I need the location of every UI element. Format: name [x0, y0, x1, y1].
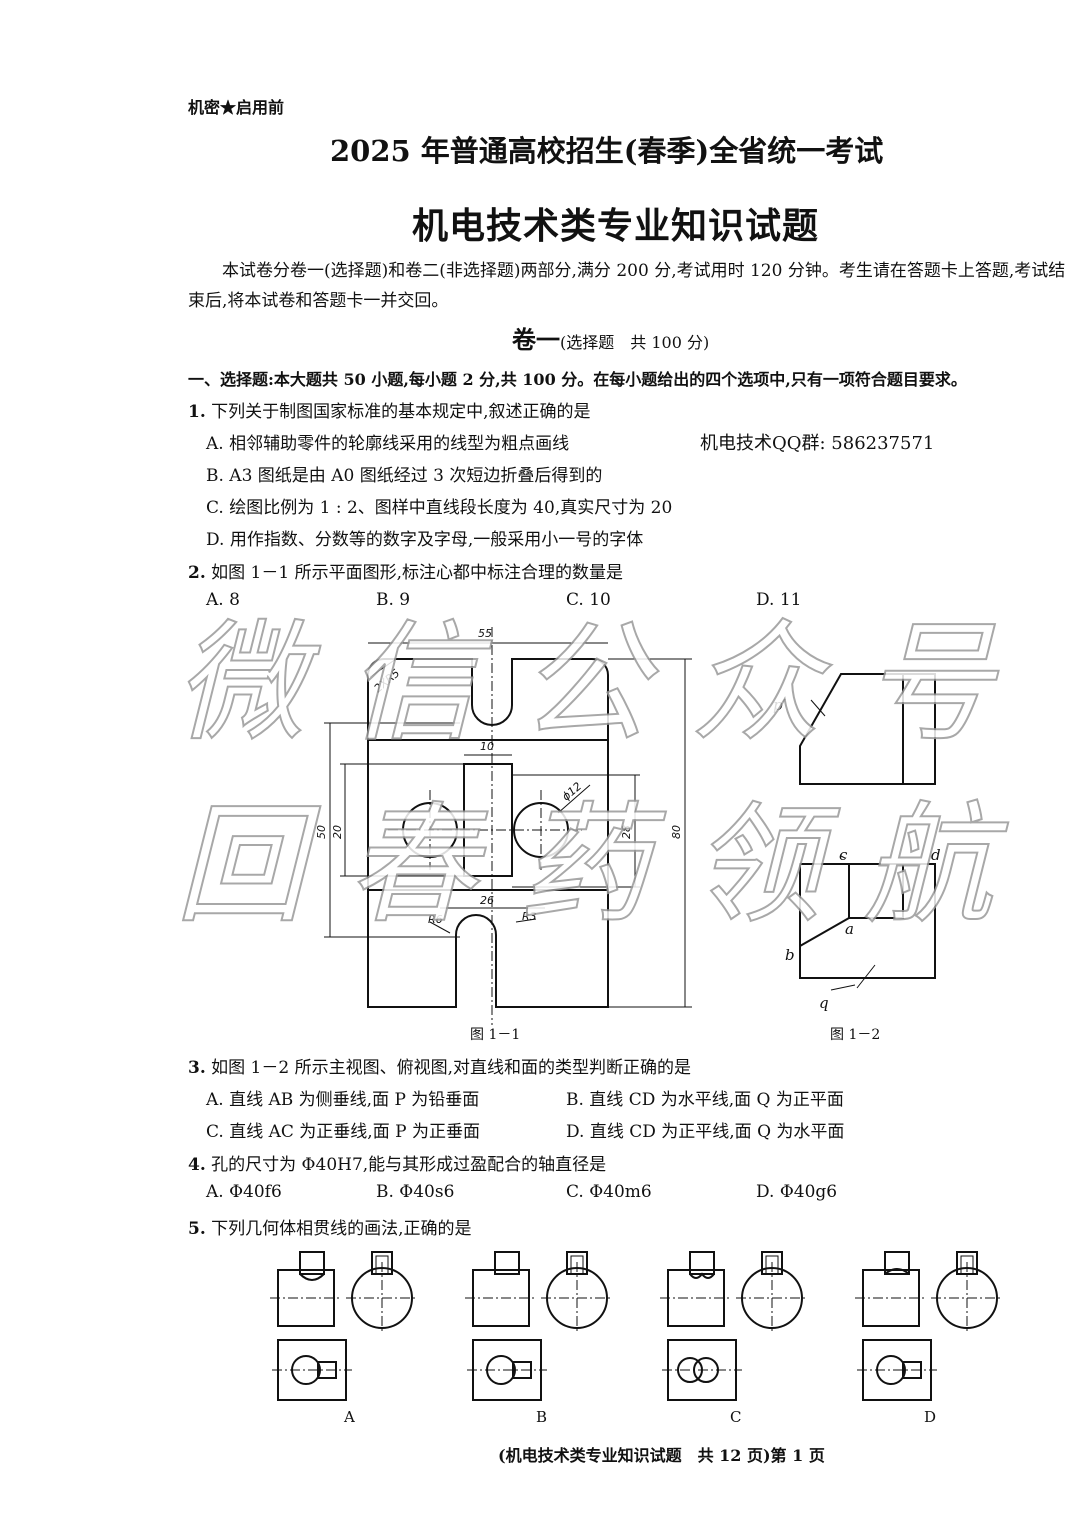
exam-instructions: 本试卷分卷一(选择题)和卷二(非选择题)两部分,满分 200 分,考试用时 12… — [188, 261, 1066, 311]
q1-option-b: B. A3 图纸是由 A0 图纸经过 3 次短边折叠后得到的 — [206, 466, 603, 486]
question-number: 2. — [188, 563, 206, 583]
figure-1-1-caption: 图 1－1 — [470, 1027, 521, 1043]
intersection-line — [299, 1273, 325, 1281]
q5-option-c-figure — [660, 1251, 808, 1401]
section-heading: 一、选择题:本大题共 50 小题,每小题 2 分,共 100 分。在每小题给出的… — [188, 370, 967, 389]
dim-10: 10 — [480, 740, 494, 753]
dim-2xr5: 2XR5 — [372, 667, 403, 696]
q5-label-d: D — [924, 1408, 936, 1426]
q2-option-b: B. 9 — [376, 590, 411, 610]
q4-option-a: A. Φ40f6 — [206, 1182, 282, 1202]
page-footer: (机电技术类专业知识试题 共 12 页)第 1 页 — [498, 1446, 825, 1465]
side-view-boss-inner — [765, 1255, 779, 1275]
question-number: 1. — [188, 402, 206, 422]
qq-group-note: 机电技术QQ群: 586237571 — [700, 433, 935, 454]
top-view — [799, 863, 936, 979]
front-view-boss — [884, 1251, 910, 1275]
q3-option-b: B. 直线 CD 为水平线,面 Q 为正平面 — [566, 1090, 844, 1110]
q5-option-b-figure — [465, 1251, 613, 1401]
dim-26: 26 — [480, 894, 494, 907]
q4-option-d: D. Φ40g6 — [756, 1182, 838, 1202]
leader-r6 — [429, 921, 451, 934]
front-view-boss — [299, 1251, 325, 1275]
question-number: 3. — [188, 1058, 206, 1078]
label-q: q — [819, 994, 829, 1012]
dim-28: 28 — [620, 825, 633, 839]
q3-option-c: C. 直线 AC 为正垂线,面 P 为正垂面 — [206, 1122, 480, 1142]
label-c: c — [839, 846, 848, 864]
dim-80: 80 — [670, 825, 683, 839]
leader-p — [810, 699, 826, 717]
q4-option-b: B. Φ40s6 — [376, 1182, 455, 1202]
leader-r3 — [515, 918, 537, 923]
question-number: 5. — [188, 1219, 206, 1239]
figure-1-2: p′ c d a b q — [773, 673, 941, 1012]
center-slot — [463, 763, 513, 877]
volume-note: (选择题 共 100 分) — [560, 333, 710, 352]
volume-title: 卷一 — [512, 325, 560, 354]
question-4: 4. 孔的尺寸为 Φ40H7,能与其形成过盈配合的轴直径是 — [188, 1150, 606, 1175]
plate-outline — [367, 658, 609, 1008]
dim-20: 20 — [331, 825, 344, 839]
label-p: p′ — [773, 696, 787, 714]
q1-option-c: C. 绘图比例为 1 : 2、图样中直线段长度为 40,真实尺寸为 20 — [206, 498, 673, 518]
figure-1-2-caption: 图 1－2 — [830, 1027, 881, 1043]
q5-label-b: B — [536, 1408, 547, 1426]
question-stem: 孔的尺寸为 Φ40H7,能与其形成过盈配合的轴直径是 — [211, 1155, 607, 1175]
leader-r5 — [369, 658, 397, 678]
paper-title: 机电技术类专业知识试题 — [412, 205, 820, 247]
intersection-line — [884, 1268, 910, 1275]
q5-option-d-figure — [855, 1251, 1003, 1401]
side-view-boss-inner — [570, 1255, 584, 1275]
q5-option-a-figure — [270, 1251, 418, 1401]
leader-q — [830, 984, 856, 991]
q4-option-c: C. Φ40m6 — [566, 1182, 652, 1202]
leader-c — [840, 855, 846, 859]
label-a: a — [845, 920, 854, 938]
question-stem: 下列关于制图国家标准的基本规定中,叙述正确的是 — [211, 402, 591, 422]
arrow-q — [856, 964, 876, 989]
figure-1-1: 55 2XR5 10 ϕ12 50 20 28 80 26 R6 R3 — [315, 627, 692, 1025]
question-stem: 如图 1－2 所示主视图、俯视图,对直线和面的类型判断正确的是 — [211, 1058, 691, 1078]
intersection-line — [689, 1272, 715, 1279]
confidential-mark: 机密★启用前 — [188, 98, 285, 117]
question-5: 5. 下列几何体相贯线的画法,正确的是 — [188, 1214, 472, 1239]
figure-q5-options: A B C D — [270, 1251, 1003, 1426]
label-b: b — [785, 946, 795, 964]
side-view-boss-inner — [960, 1255, 974, 1275]
leader-phi12 — [557, 784, 591, 814]
dim-r6: R6 — [428, 913, 443, 926]
dim-phi12: ϕ12 — [560, 780, 585, 804]
exam-title: 2025 年普通高校招生(春季)全省统一考试 — [330, 134, 884, 168]
dim-55: 55 — [478, 627, 492, 640]
q3-option-a: A. 直线 AB 为侧垂线,面 P 为铅垂面 — [206, 1090, 480, 1110]
question-number: 4. — [188, 1155, 206, 1175]
q2-option-a: A. 8 — [206, 590, 240, 610]
q3-option-d: D. 直线 CD 为正平线,面 Q 为水平面 — [566, 1122, 845, 1142]
dim-r3: R3 — [522, 910, 537, 923]
question-stem: 如图 1－1 所示平面图形,标注心都中标注合理的数量是 — [211, 563, 623, 583]
front-view — [799, 673, 936, 785]
dim-50: 50 — [315, 825, 328, 839]
edge-ab — [799, 917, 850, 947]
q5-label-c: C — [730, 1408, 741, 1426]
question-2: 2. 如图 1－1 所示平面图形,标注心都中标注合理的数量是 — [188, 558, 623, 583]
q1-option-d: D. 用作指数、分数等的数字及字母,一般采用小一号的字体 — [206, 530, 644, 550]
side-view-boss-inner — [375, 1255, 389, 1275]
question-1: 1. 下列关于制图国家标准的基本规定中,叙述正确的是 — [188, 397, 591, 422]
q2-option-d: D. 11 — [756, 590, 802, 610]
q1-option-a: A. 相邻辅助零件的轮廓线采用的线型为粗点画线 — [206, 434, 570, 454]
volume-heading: 卷一(选择题 共 100 分) — [512, 320, 709, 355]
q5-label-a: A — [343, 1408, 355, 1426]
label-d: d — [931, 846, 941, 864]
question-3: 3. 如图 1－2 所示主视图、俯视图,对直线和面的类型判断正确的是 — [188, 1053, 691, 1078]
question-stem: 下列几何体相贯线的画法,正确的是 — [211, 1219, 472, 1239]
q2-option-c: C. 10 — [566, 590, 611, 610]
